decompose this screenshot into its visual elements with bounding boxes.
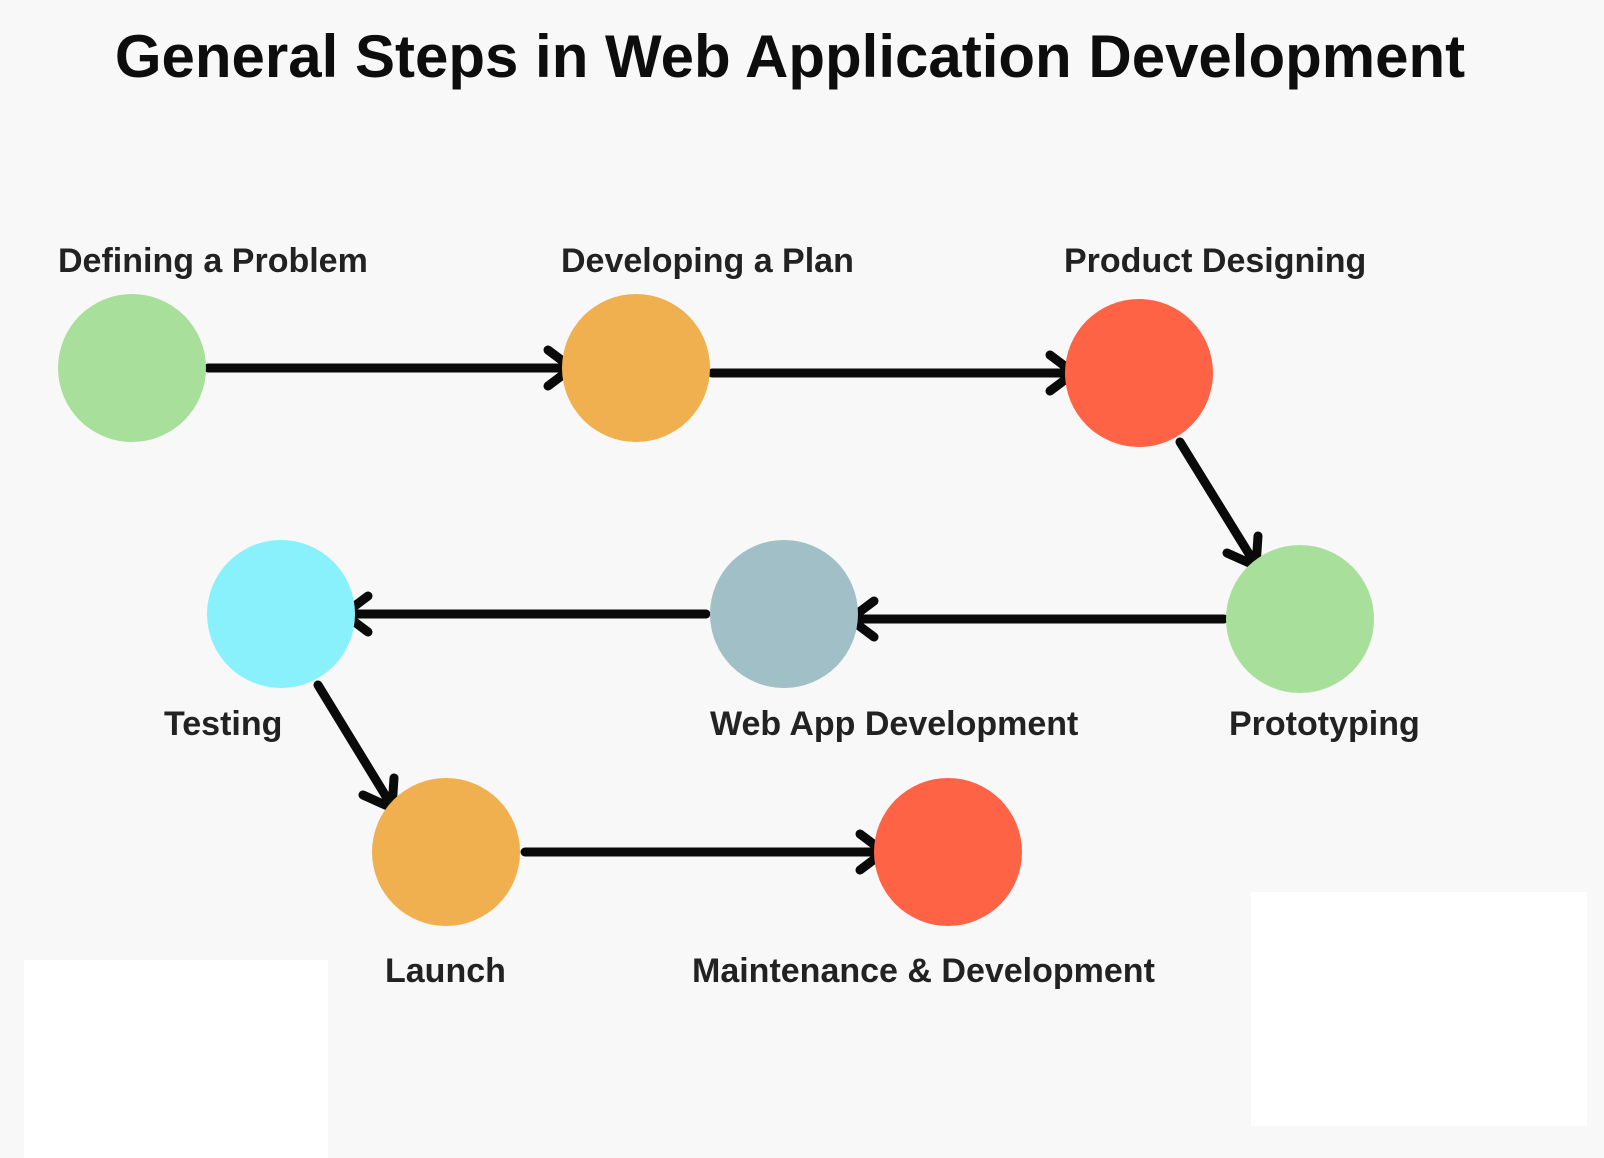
step-node-6: Testing	[164, 540, 355, 743]
arrow-step5-to-step6	[339, 591, 711, 637]
step-label-1: Defining a Problem	[58, 242, 368, 280]
step-circle-5	[710, 540, 858, 688]
step-node-8: Maintenance & Development	[692, 778, 1155, 990]
step-circle-7	[372, 778, 520, 926]
step-label-8: Maintenance & Development	[692, 952, 1155, 990]
arrow-step1-to-step2	[203, 345, 577, 391]
step-node-3: Product Designing	[1064, 242, 1366, 447]
step-circle-3	[1065, 299, 1213, 447]
step-circle-6	[207, 540, 355, 688]
arrow-step2-to-step3	[707, 350, 1079, 396]
step-node-2: Developing a Plan	[561, 242, 854, 442]
step-node-4: Prototyping	[1226, 545, 1420, 743]
blank-area-bottom-left	[24, 960, 328, 1158]
step-label-3: Product Designing	[1064, 242, 1366, 280]
step-node-5: Web App Development	[710, 540, 1078, 743]
step-label-5: Web App Development	[710, 705, 1078, 743]
step-label-7: Launch	[385, 952, 506, 990]
step-circle-8	[874, 778, 1022, 926]
step-label-6: Testing	[164, 705, 282, 743]
step-circle-2	[562, 294, 710, 442]
step-node-1: Defining a Problem	[58, 242, 368, 442]
arrow-step4-to-step5	[845, 596, 1229, 642]
step-label-4: Prototyping	[1229, 705, 1420, 743]
page-title: General Steps in Web Application Develop…	[114, 23, 1466, 90]
arrow-step7-to-step8	[520, 829, 889, 875]
arrow-step3-to-step4	[1175, 437, 1263, 571]
arrow-step6-to-step7	[313, 680, 399, 813]
step-label-2: Developing a Plan	[561, 242, 854, 280]
step-circle-1	[58, 294, 206, 442]
blank-area-bottom-right	[1251, 892, 1587, 1126]
step-circle-4	[1226, 545, 1374, 693]
step-node-7: Launch	[372, 778, 520, 990]
